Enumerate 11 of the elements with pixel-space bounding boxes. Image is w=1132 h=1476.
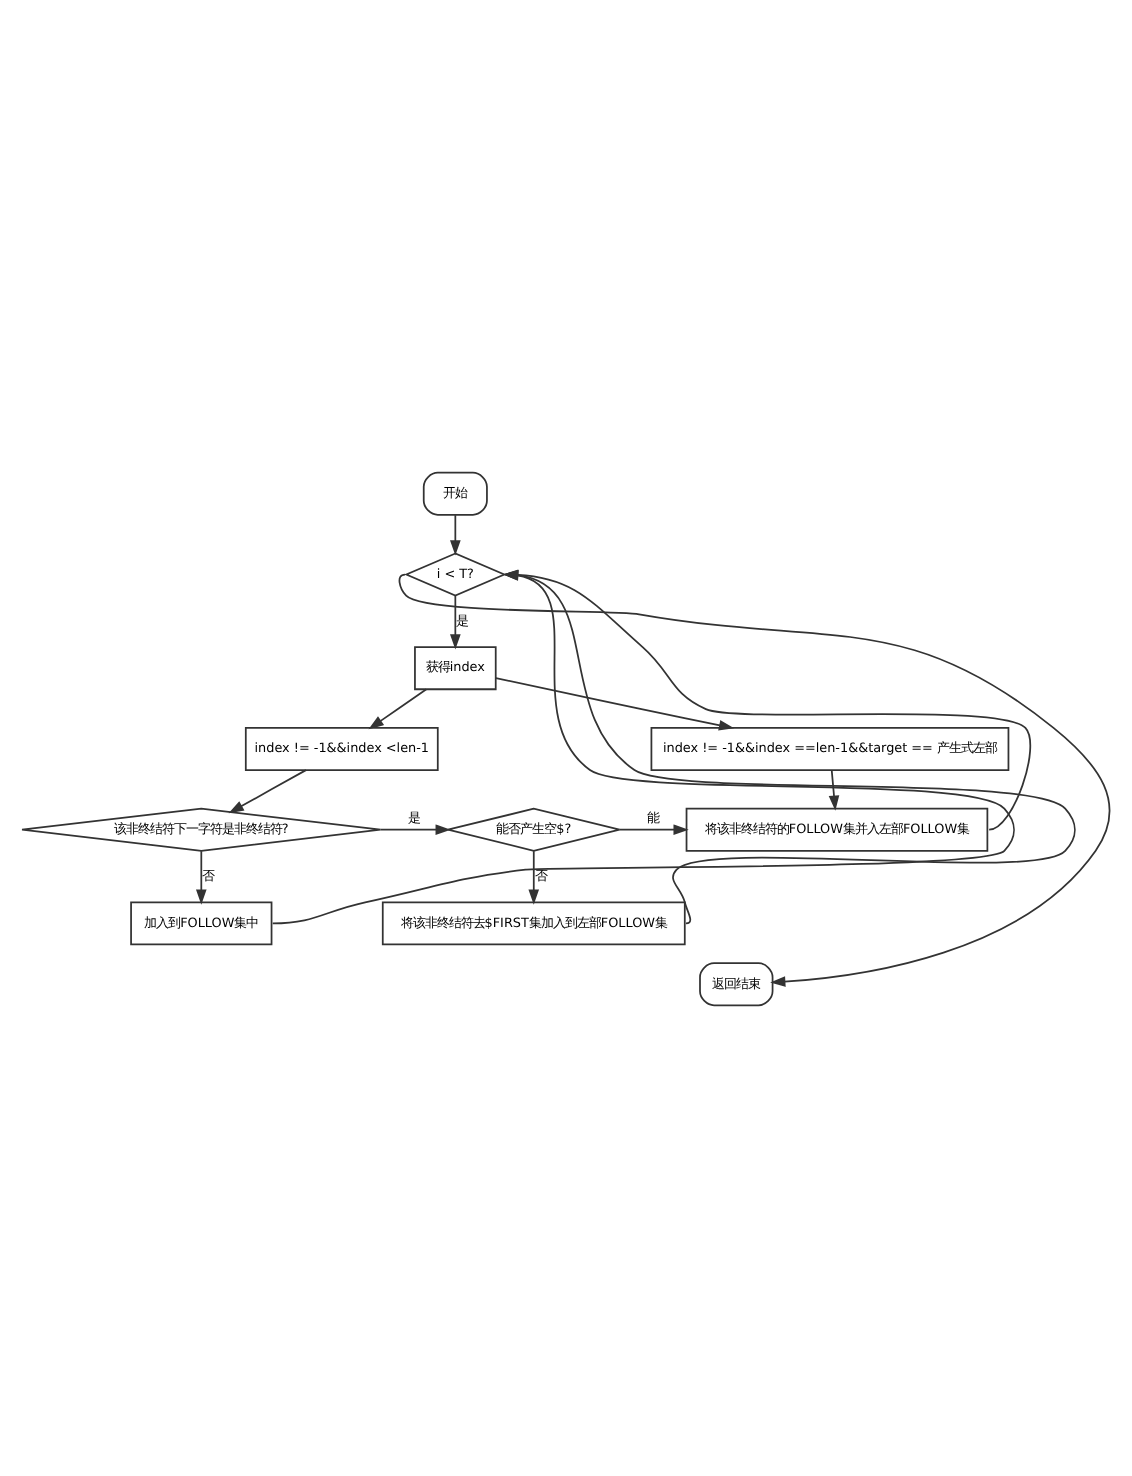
arrow [450, 594, 461, 649]
arrow [398, 572, 1111, 986]
arrow [368, 687, 428, 729]
arrow [195, 849, 207, 904]
arrow [618, 823, 689, 835]
arrow [450, 513, 461, 555]
arrow [528, 849, 540, 904]
arrow [828, 768, 840, 810]
arrow [379, 823, 451, 835]
arrow [228, 768, 307, 813]
arrow [495, 676, 735, 730]
